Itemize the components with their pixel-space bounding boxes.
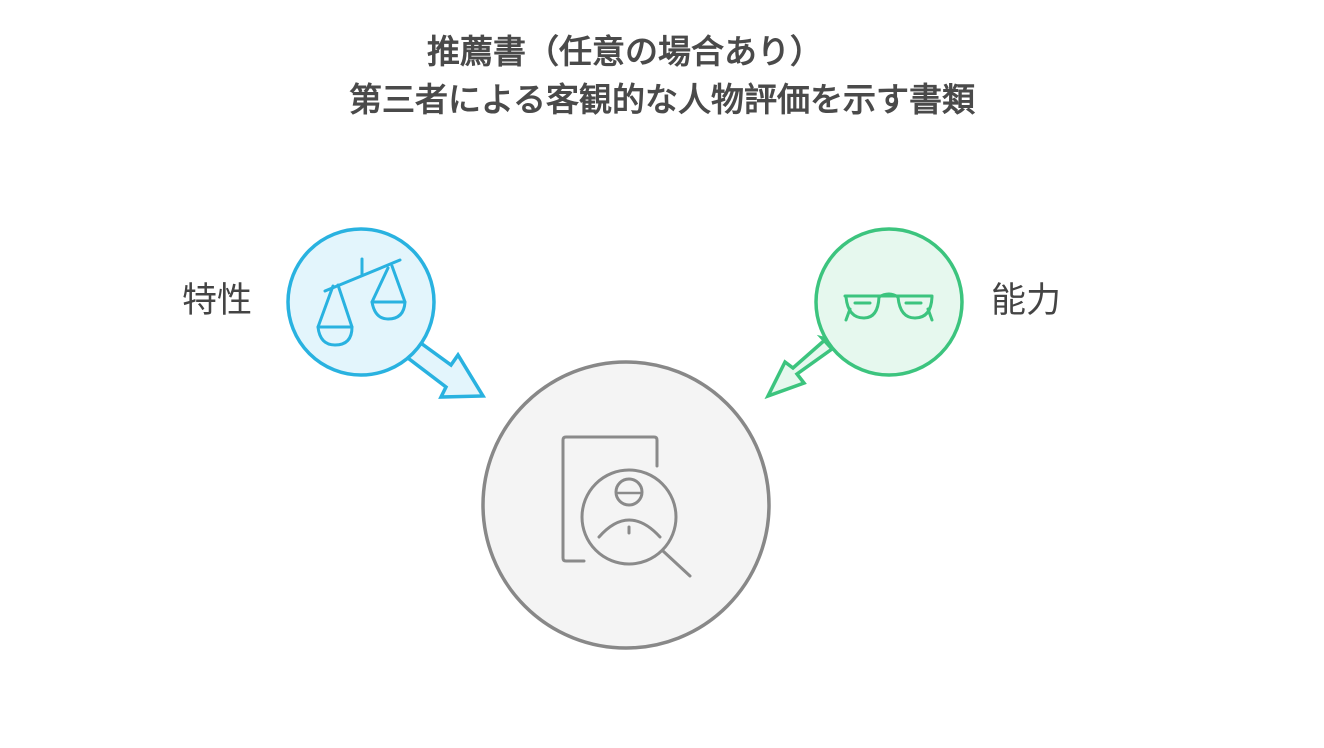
diagram-title: 推薦書（任意の場合あり） 第三者による客観的な人物評価を示す書類 (0, 28, 1324, 124)
label-traits: 特性 (182, 281, 253, 321)
balance-scale-icon (316, 257, 407, 347)
left-circle (286, 227, 436, 377)
title-line-2: 第三者による客観的な人物評価を示す書類 (348, 80, 975, 119)
label-abilities: 能力 (991, 281, 1062, 321)
glasses-icon (843, 292, 934, 322)
center-node (481, 360, 771, 650)
left-node (286, 227, 487, 399)
title-line-1: 推薦書（任意の場合あり） (427, 32, 823, 71)
right-arrow (764, 334, 835, 400)
right-node (764, 227, 964, 400)
right-circle (814, 227, 964, 377)
document-person-search-icon (561, 435, 692, 578)
